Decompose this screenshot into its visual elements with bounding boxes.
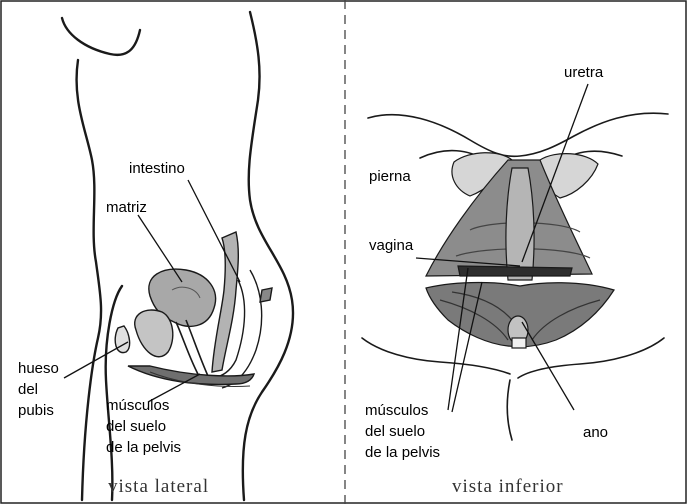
label-intestino: intestino xyxy=(129,160,185,178)
lateral-organs xyxy=(115,232,272,388)
label-musculos-lateral-1: músculos xyxy=(106,397,169,415)
label-musculos-inferior-1: músculos xyxy=(365,402,428,420)
label-hueso-1: hueso xyxy=(18,360,59,378)
label-musculos-inferior-2: del suelo xyxy=(365,423,425,441)
label-musculos-lateral-3: de la pelvis xyxy=(106,439,181,457)
label-musculos-lateral-2: del suelo xyxy=(106,418,166,436)
label-hueso-2: del xyxy=(18,381,38,399)
label-ano: ano xyxy=(583,424,608,442)
label-vagina: vagina xyxy=(369,237,413,255)
label-hueso-3: pubis xyxy=(18,402,54,420)
caption-vista-inferior: vista inferior xyxy=(452,476,564,498)
lateral-body-outline xyxy=(62,12,293,500)
inferior-muscles xyxy=(426,153,614,348)
label-uretra: uretra xyxy=(564,64,603,82)
label-musculos-inferior-3: de la pelvis xyxy=(365,444,440,462)
label-pierna: pierna xyxy=(369,168,411,186)
caption-vista-lateral: vista lateral xyxy=(108,476,209,498)
label-matriz: matriz xyxy=(106,199,147,217)
